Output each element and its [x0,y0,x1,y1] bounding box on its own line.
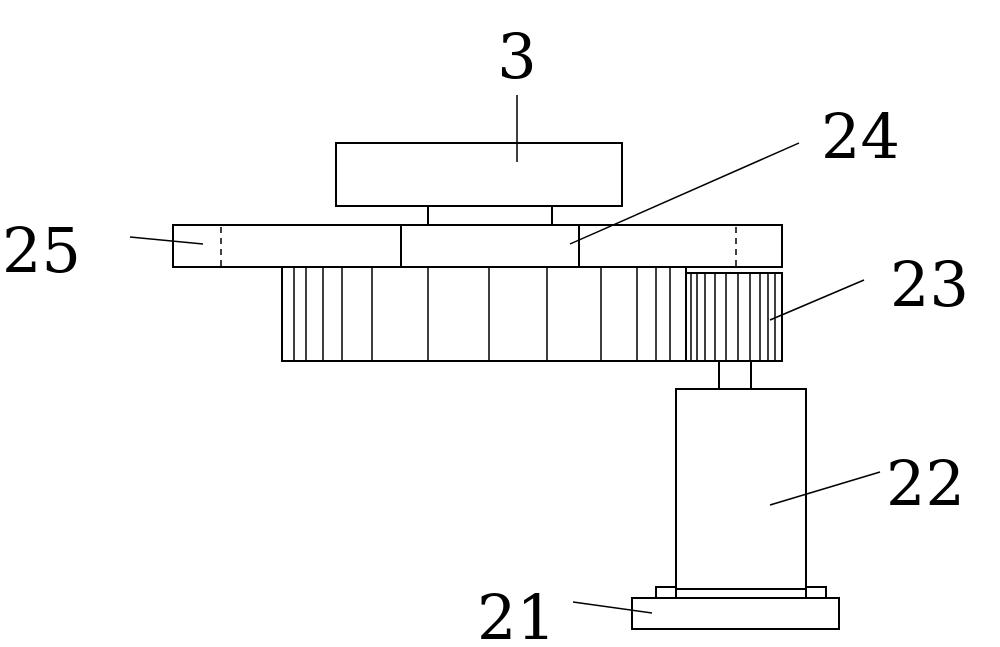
part-3-top-box [336,143,622,206]
motor-shaft [719,361,751,389]
label-22: 22 [886,447,965,520]
label-23: 23 [890,248,969,321]
label-24: 24 [821,100,900,173]
part-22-motor-body [676,389,806,589]
label-3: 3 [497,20,536,93]
part-24-central-hub [401,225,579,267]
part-21-base [632,587,839,629]
part-23-pinion-gear [686,273,782,361]
large-gear [282,267,686,361]
label-21: 21 [477,581,556,647]
leader-23 [770,280,864,320]
connector-neck [428,206,552,225]
label-25: 25 [2,214,81,287]
